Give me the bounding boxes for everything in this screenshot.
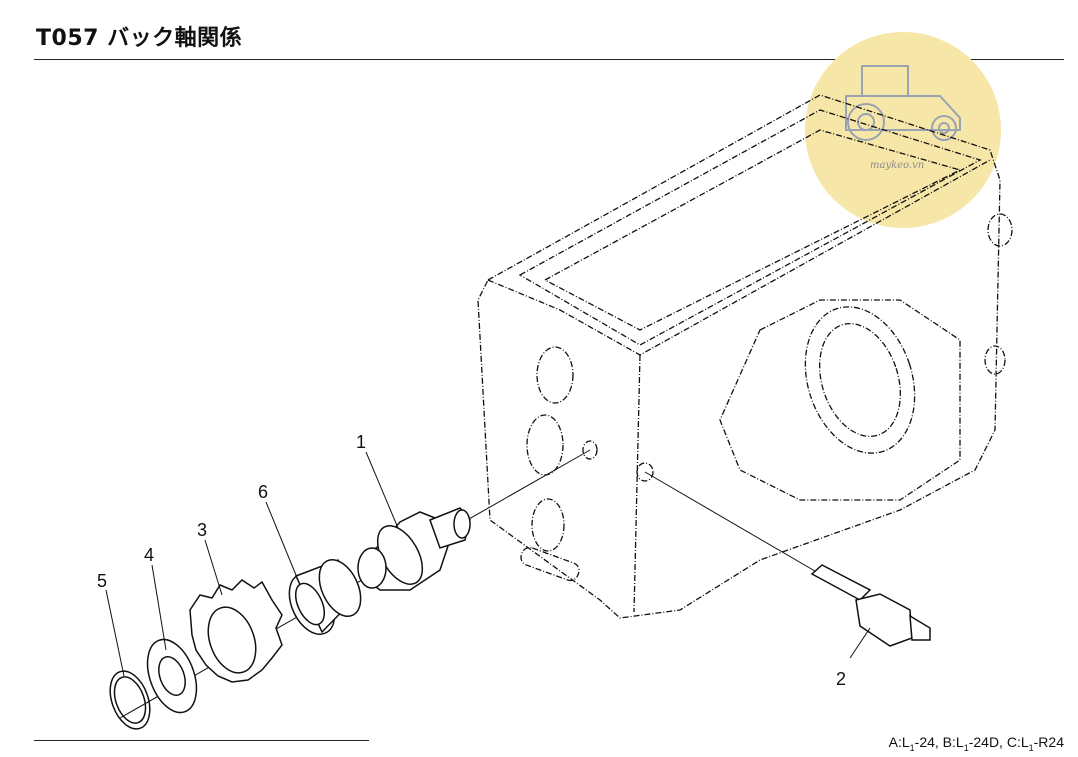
model-b-suffix: -24D, [968,734,1007,750]
tractor-icon [845,65,961,141]
back-shaft [357,507,471,591]
model-c-sub: 1 [1028,742,1034,753]
model-c-suffix: -R24 [1033,734,1064,750]
model-a-sub: 1 [909,742,915,753]
model-b-prefix: B:L [942,734,964,750]
callout-5: 5 [97,571,107,591]
watermark: maykeo.vn [805,32,1001,228]
model-applicability-note: A:L1-24, B:L1-24D, C:L1-R24 [889,734,1064,753]
needle-bearing [288,559,362,635]
callout-4: 4 [144,545,154,565]
model-c-prefix: C:L [1006,734,1029,750]
callout-2: 2 [836,669,846,689]
callout-6: 6 [258,482,268,502]
callout-3: 3 [197,520,207,540]
gear [189,579,283,683]
leader-lines [105,451,871,677]
bolt [810,564,931,647]
thrust-washer [146,638,198,714]
model-a-prefix: A:L [888,734,910,750]
snap-ring [109,670,151,730]
transmission-case [477,94,1013,619]
watermark-text: maykeo.vn [870,160,924,171]
page-title: T057 バック軸関係 [36,26,243,51]
title-rule [34,59,1064,60]
model-a-suffix: -24, [914,734,943,750]
bottom-rule [34,740,369,741]
model-b-sub: 1 [963,742,969,753]
callout-1: 1 [356,432,366,452]
